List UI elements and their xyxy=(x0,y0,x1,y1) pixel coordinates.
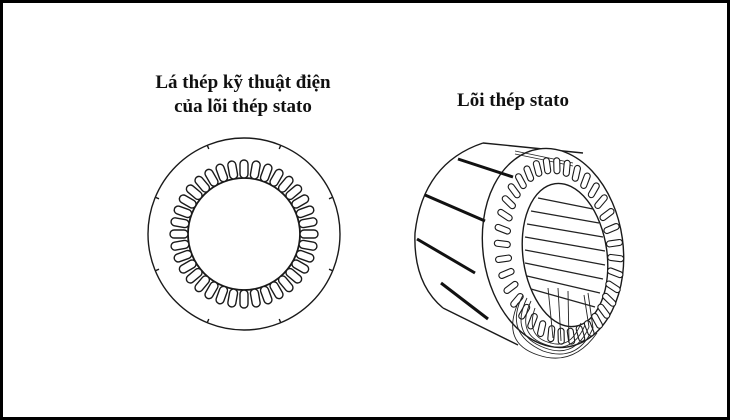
winding-coils xyxy=(512,287,598,359)
bore-slot-lines xyxy=(524,197,606,308)
stator-core-illustration xyxy=(414,142,625,359)
left-caption: Lá thép kỹ thuật điện của lõi thép stato xyxy=(138,71,348,119)
left-caption-line1: Lá thép kỹ thuật điện xyxy=(155,72,331,93)
inner-bore xyxy=(187,177,301,291)
right-caption: Lõi thép stato xyxy=(457,90,569,111)
left-caption-line2: của lõi thép stato xyxy=(174,96,312,117)
outer-ring xyxy=(147,137,341,331)
front-face-slots xyxy=(493,157,625,345)
outer-notches xyxy=(155,145,333,323)
stator-slots xyxy=(169,159,319,309)
stator-lamination-illustration xyxy=(147,137,341,331)
